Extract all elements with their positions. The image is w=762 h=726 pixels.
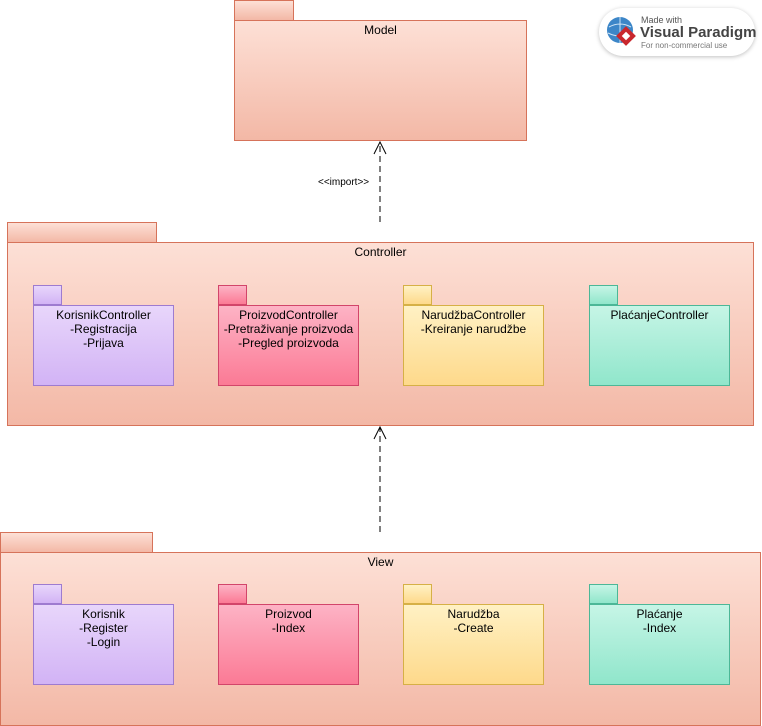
korisnik-view-package[interactable]: Korisnik -Register -Login <box>33 604 174 685</box>
placanje-view-name: Plaćanje <box>636 607 683 621</box>
visual-paradigm-logo-icon <box>607 17 636 46</box>
narudzba-controller-package[interactable]: NarudžbaController -Kreiranje narudžbe <box>403 305 544 386</box>
korisnik-controller-tab <box>33 285 62 305</box>
proizvod-controller-name: ProizvodController <box>239 308 338 322</box>
proizvod-controller-op-pretrazivanje: -Pretraživanje proizvoda <box>223 322 354 336</box>
watermark-note: For non-commercial use <box>641 41 728 50</box>
proizvod-view-op-index: -Index <box>271 621 306 635</box>
narudzba-view-op-create: -Create <box>453 621 494 635</box>
proizvod-controller-op-pregled: -Pregled proizvoda <box>238 336 339 350</box>
model-package-title: Model <box>364 23 397 37</box>
narudzba-controller-op-kreiranje: -Kreiranje narudžbe <box>420 322 527 336</box>
view-to-controller-dependency-arrow[interactable] <box>373 425 387 532</box>
korisnik-view-name: Korisnik <box>82 607 125 621</box>
proizvod-view-package[interactable]: Proizvod -Index <box>218 604 359 685</box>
watermark-made-with: Made with <box>641 15 683 25</box>
placanje-view-tab <box>589 584 618 604</box>
narudzba-view-tab <box>403 584 432 604</box>
proizvod-controller-package[interactable]: ProizvodController -Pretraživanje proizv… <box>218 305 359 386</box>
controller-to-model-import-arrow[interactable] <box>373 140 387 222</box>
placanje-controller-package[interactable]: PlaćanjeController <box>589 305 730 386</box>
placanje-view-package[interactable]: Plaćanje -Index <box>589 604 730 685</box>
placanje-view-op-index: -Index <box>642 621 677 635</box>
korisnik-controller-name: KorisnikController <box>56 308 151 322</box>
narudzba-view-name: Narudžba <box>447 607 500 621</box>
korisnik-controller-op-prijava: -Prijava <box>83 336 124 350</box>
controller-package-title: Controller <box>354 245 407 259</box>
import-stereotype-label: <<import>> <box>318 177 370 188</box>
placanje-controller-name: PlaćanjeController <box>610 308 709 322</box>
narudzba-controller-tab <box>403 285 432 305</box>
proizvod-view-tab <box>218 584 247 604</box>
korisnik-controller-op-registracija: -Registracija <box>70 322 137 336</box>
visual-paradigm-watermark: Made with Visual Paradigm For non-commer… <box>599 8 757 56</box>
watermark-brand: Visual Paradigm <box>640 24 757 41</box>
korisnik-view-op-login: -Login <box>86 635 121 649</box>
proizvod-view-name: Proizvod <box>265 607 312 621</box>
narudzba-controller-name: NarudžbaController <box>421 308 526 322</box>
narudzba-view-package[interactable]: Narudžba -Create <box>403 604 544 685</box>
korisnik-view-tab <box>33 584 62 604</box>
view-package-title: View <box>367 555 394 569</box>
placanje-controller-tab <box>589 285 618 305</box>
model-package[interactable]: Model <box>234 20 527 141</box>
proizvod-controller-tab <box>218 285 247 305</box>
korisnik-view-op-register: -Register <box>79 621 128 635</box>
korisnik-controller-package[interactable]: KorisnikController -Registracija -Prijav… <box>33 305 174 386</box>
